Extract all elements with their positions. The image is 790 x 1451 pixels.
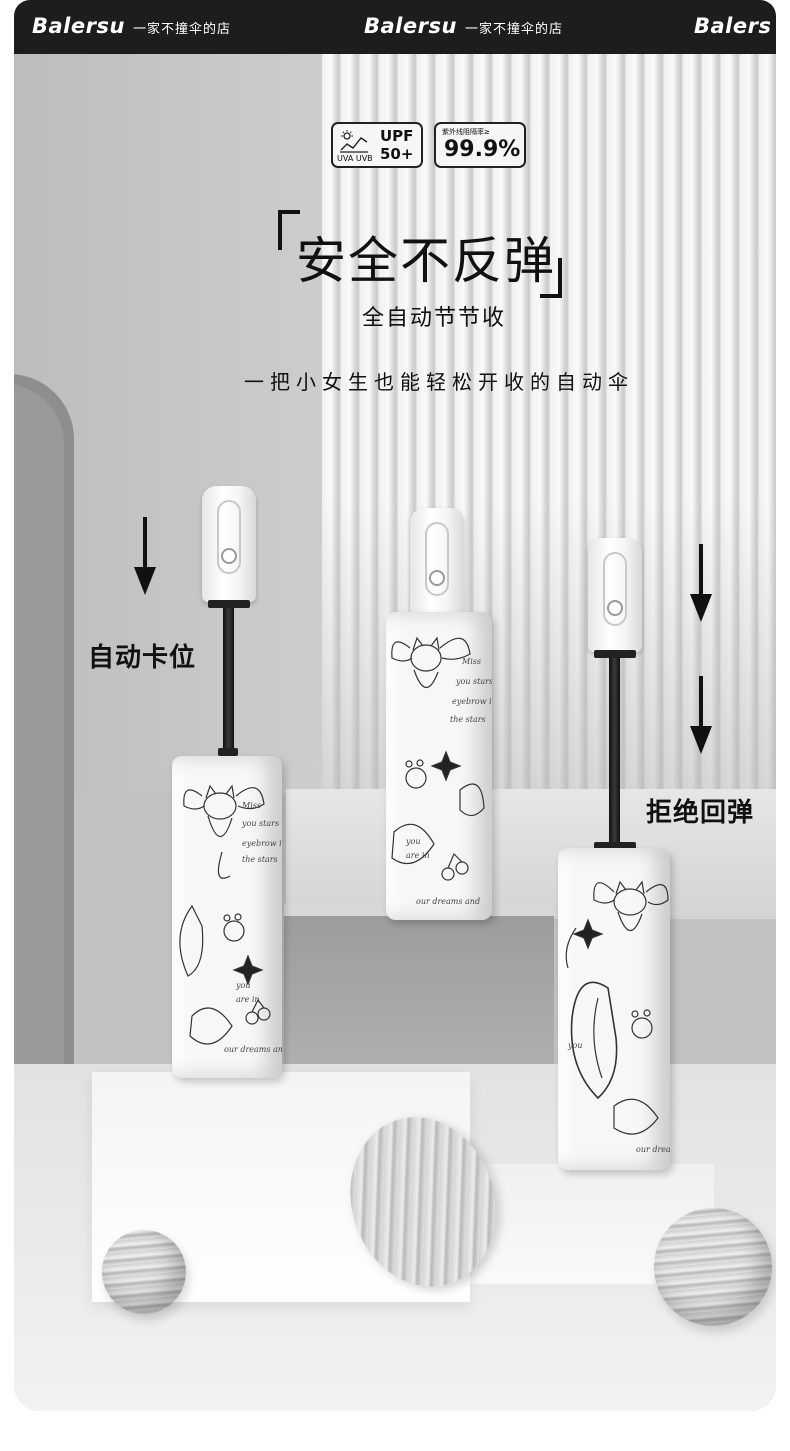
sleeve-m-script-7: our dreams and bbox=[416, 897, 480, 906]
subheadline: 全自动节节收 bbox=[362, 306, 507, 331]
cat-butterfly-print: Miss you stars eyebrow in the stars you … bbox=[179, 784, 282, 1054]
uv-block-value: 99.9% bbox=[444, 137, 521, 162]
handle-collar bbox=[208, 600, 250, 608]
sleeve-script-3: eyebrow in bbox=[242, 839, 282, 848]
product-scene bbox=[14, 54, 776, 1411]
brand-banner: Balersu 一家不撞伞的店 Balersu 一家不撞伞的店 Balers bbox=[14, 0, 776, 54]
handle-collar-right bbox=[594, 650, 636, 658]
sleeve-script-5: you bbox=[235, 981, 251, 990]
sleeve-r-script-5: you bbox=[567, 1041, 583, 1050]
down-arrow-icon-right-lower bbox=[690, 676, 712, 754]
umbrella-right: you our dreams and bbox=[558, 538, 672, 1172]
brand-logo-cut: Balers bbox=[694, 14, 772, 38]
sleeve-m-script-1: Miss bbox=[461, 657, 481, 666]
headline: 安全不反弹 bbox=[296, 232, 556, 290]
umbrella-shaft-right bbox=[609, 658, 620, 848]
uv-block-label: 紫外线阻隔率≥ bbox=[442, 128, 490, 136]
upf-value: UPF 50+ bbox=[380, 127, 413, 163]
sleeve-m-script-6: are in bbox=[406, 851, 430, 860]
brand-group: Balersu 一家不撞伞的店 bbox=[32, 14, 231, 38]
uv-block-badge: 紫外线阻隔率≥ 99.9% bbox=[434, 122, 526, 168]
uv-label: UVA UVB bbox=[337, 154, 373, 163]
umbrella-left: Miss you stars eyebrow in the stars you … bbox=[172, 486, 284, 1086]
umbrella-sleeve-middle: Miss you stars eyebrow in the stars you … bbox=[386, 612, 492, 920]
sleeve-script-7: our dreams and bbox=[224, 1045, 282, 1054]
sun-icon bbox=[340, 130, 368, 153]
marble-ball-right bbox=[654, 1208, 772, 1326]
sleeve-r-script-7: our dreams and bbox=[636, 1145, 670, 1154]
umbrella-shaft bbox=[223, 608, 234, 758]
down-arrow-icon-left bbox=[134, 517, 156, 595]
upf-badge: UVA UVB UPF 50+ bbox=[331, 122, 423, 168]
umbrella-handle-middle bbox=[410, 508, 464, 616]
brand-tagline: 一家不撞伞的店 bbox=[132, 22, 231, 37]
umbrella-sleeve: Miss you stars eyebrow in the stars you … bbox=[172, 756, 282, 1078]
cat-butterfly-print-right: you our dreams and bbox=[565, 880, 670, 1154]
callout-auto-lock: 自动卡位 bbox=[88, 643, 197, 673]
callout-no-rebound: 拒绝回弹 bbox=[646, 798, 755, 828]
umbrella-handle-right bbox=[588, 538, 642, 652]
brand-tagline-repeat: 一家不撞伞的店 bbox=[464, 22, 563, 37]
sleeve-m-script-5: you bbox=[405, 837, 421, 846]
umbrella-handle bbox=[202, 486, 256, 602]
umbrella-sleeve-right: you our dreams and bbox=[558, 848, 670, 1170]
sleeve-script-4: the stars bbox=[242, 855, 278, 864]
sleeve-script-2: you stars bbox=[241, 819, 279, 828]
handle-slot bbox=[217, 500, 241, 574]
open-button-icon-middle bbox=[429, 570, 445, 586]
upf-line2: 50+ bbox=[380, 145, 414, 163]
sleeve-m-script-3: eyebrow in bbox=[452, 697, 492, 706]
marble-ball-left bbox=[102, 1230, 186, 1314]
bracket-left bbox=[278, 210, 300, 250]
umbrella-middle: Miss you stars eyebrow in the stars you … bbox=[386, 508, 494, 922]
shaft-joint bbox=[218, 748, 238, 756]
brand-logo: Balersu bbox=[32, 14, 125, 38]
arch-inner bbox=[14, 384, 64, 1104]
cat-butterfly-print-middle: Miss you stars eyebrow in the stars you … bbox=[391, 636, 492, 906]
handle-slot-right bbox=[603, 552, 627, 626]
open-button-icon-right bbox=[607, 600, 623, 616]
sleeve-m-script-2: you stars bbox=[455, 677, 492, 686]
down-arrow-icon-right-upper bbox=[690, 544, 712, 622]
bracket-right bbox=[540, 258, 562, 298]
handle-slot-middle bbox=[425, 522, 449, 596]
slogan: 一把小女生也能轻松开收的自动伞 bbox=[244, 370, 634, 394]
upf-line1: UPF bbox=[380, 127, 414, 145]
brand-group-repeat: Balersu 一家不撞伞的店 bbox=[364, 14, 563, 38]
shaft-joint-right bbox=[594, 842, 636, 852]
back-platform bbox=[286, 789, 776, 919]
sleeve-script-6: are in bbox=[236, 995, 260, 1004]
brand-logo-repeat: Balersu bbox=[364, 14, 457, 38]
sleeve-m-script-4: the stars bbox=[450, 715, 486, 724]
sleeve-script-1: Miss bbox=[241, 801, 261, 810]
open-button-icon bbox=[221, 548, 237, 564]
brand-group-cut: Balers bbox=[694, 14, 771, 38]
